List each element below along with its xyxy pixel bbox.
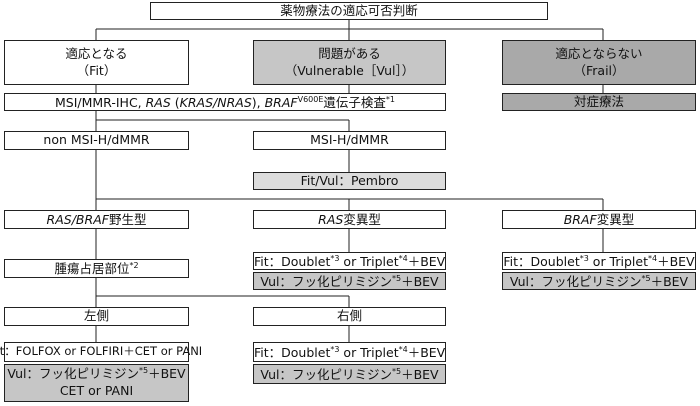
braf-fit-sup3: *3 (579, 253, 589, 263)
left-vul-a: Vul：フッ化ピリミジン (7, 366, 139, 382)
non-msi-text: non MSI-H/dMMR (43, 132, 150, 148)
braf-fit-a: Fit：Doublet (503, 254, 580, 269)
braf-vul-b: ＋BEV (650, 274, 689, 289)
right-fit-sup4: *4 (398, 344, 408, 354)
pembro-box: Fit/Vul：Pembro (253, 172, 446, 190)
right-side-box: 右側 (253, 307, 446, 326)
msi-text: MSI-H/dMMR (310, 132, 389, 148)
tumor-location-box: 腫瘍占居部位*2 (4, 259, 189, 278)
right-fit-c: ＋BEV (407, 345, 446, 360)
supportive-text: 対症療法 (573, 93, 624, 109)
right-side-text: 右側 (336, 308, 362, 324)
msi-box: MSI-H/dMMR (253, 131, 446, 150)
left-vul-sup: *5 (138, 365, 149, 375)
wild-type-box: RAS/BRAF野生型 (4, 210, 189, 229)
title-text: 薬物療法の適応可否判断 (280, 2, 418, 18)
test-tail: 遺伝子検査 (323, 95, 386, 110)
wild-text: 野生型 (108, 212, 147, 227)
right-fit-a: Fit：Doublet (254, 345, 331, 360)
braf-vul-box: Vul：フッ化ピリミジン*5＋BEV (502, 272, 696, 290)
braf-fit-sup4: *4 (647, 253, 658, 263)
braf-mut-italic: BRAF (563, 212, 597, 227)
ras-fit-sup3: *3 (330, 253, 340, 263)
ras-fit-sup4: *4 (398, 253, 408, 263)
vul-line1: 問題がある (318, 45, 381, 61)
title-box: 薬物療法の適応可否判断 (150, 2, 548, 20)
ras-fit-a: Fit：Doublet (254, 254, 331, 269)
braf-fit-box: Fit：Doublet*3 or Triplet*4＋BEV (502, 252, 696, 270)
right-fit-b: or Triplet (339, 345, 399, 360)
right-vul-box: Vul：フッ化ピリミジン*5＋BEV (253, 364, 446, 384)
braf-vul-a: Vul：フッ化ピリミジン (509, 274, 642, 289)
gene-test-box: MSI/MMR-IHC, RAS (KRAS/NRAS), BRAFV600E遺… (4, 93, 446, 111)
ras-vul-a: Vul：フッ化ピリミジン (260, 274, 392, 289)
test-braf: BRAF (264, 95, 298, 110)
non-msi-box: non MSI-H/dMMR (4, 131, 189, 150)
ras-mut-text: 変異型 (343, 212, 381, 227)
left-fit-box: Fit：FOLFOX or FOLFIRI＋CET or PANI (0, 342, 202, 362)
test-sup-note: *1 (385, 94, 396, 104)
braf-mutant-box: BRAF変異型 (502, 210, 696, 229)
right-vul-a: Vul：フッ化ピリミジン (260, 367, 392, 382)
fit-box: 適応となる （Fit） (4, 40, 189, 85)
left-side-text: 左側 (83, 308, 109, 324)
left-vul-line1: Vul：フッ化ピリミジン*5＋BEV (7, 366, 185, 383)
left-vul-box: Vul：フッ化ピリミジン*5＋BEV CET or PANI (4, 364, 189, 402)
test-sup-v600e: V600E (297, 94, 324, 104)
ras-mut-italic: RAS (318, 212, 344, 227)
ras-vul-b: ＋BEV (401, 274, 439, 289)
ras-fit-box: Fit：Doublet*3 or Triplet*4＋BEV (253, 252, 446, 270)
ras-vul-sup: *5 (391, 273, 402, 283)
left-fit-text: Fit：FOLFOX or FOLFIRI＋CET or PANI (0, 344, 203, 359)
test-post: ), (251, 95, 265, 110)
right-fit-box: Fit：Doublet*3 or Triplet*4＋BEV (253, 342, 446, 362)
frail-line1: 適応とならない (555, 45, 643, 61)
left-side-box: 左側 (4, 307, 189, 326)
fit-line2: （Fit） (76, 62, 117, 78)
left-vul-line2: CET or PANI (59, 383, 134, 398)
wild-italic: RAS/BRAF (46, 212, 109, 227)
braf-vul-sup: *5 (641, 273, 651, 283)
ras-mutant-box: RAS変異型 (253, 210, 446, 229)
frail-line2: （Frail） (573, 62, 625, 78)
test-ras: RAS (145, 95, 171, 110)
frail-box: 適応とならない （Frail） (502, 40, 696, 85)
test-pre: MSI/MMR-IHC, (54, 95, 146, 110)
braf-mut-text: 変異型 (596, 212, 635, 227)
braf-fit-b: or Triplet (588, 254, 648, 269)
ras-fit-c: ＋BEV (407, 254, 446, 269)
pembro-text: Fit/Vul：Pembro (300, 172, 399, 188)
vulnerable-box: 問題がある （Vulnerable［Vul］） (253, 40, 446, 85)
supportive-care-box: 対症療法 (502, 93, 696, 111)
fit-line1: 適応となる (65, 45, 128, 61)
ras-vul-box: Vul：フッ化ピリミジン*5＋BEV (253, 272, 446, 290)
test-mid: ( (170, 95, 180, 110)
right-vul-b: ＋BEV (401, 367, 439, 382)
right-fit-sup3: *3 (330, 344, 340, 354)
right-vul-sup: *5 (391, 366, 402, 376)
location-sup: *2 (129, 260, 139, 270)
test-kras: KRAS/NRAS (179, 95, 252, 110)
vul-line2: （Vulnerable［Vul］） (284, 62, 415, 78)
ras-fit-b: or Triplet (339, 254, 399, 269)
braf-fit-c: ＋BEV (657, 254, 695, 269)
left-vul-b: ＋BEV (148, 366, 186, 382)
location-text: 腫瘍占居部位 (54, 261, 130, 276)
